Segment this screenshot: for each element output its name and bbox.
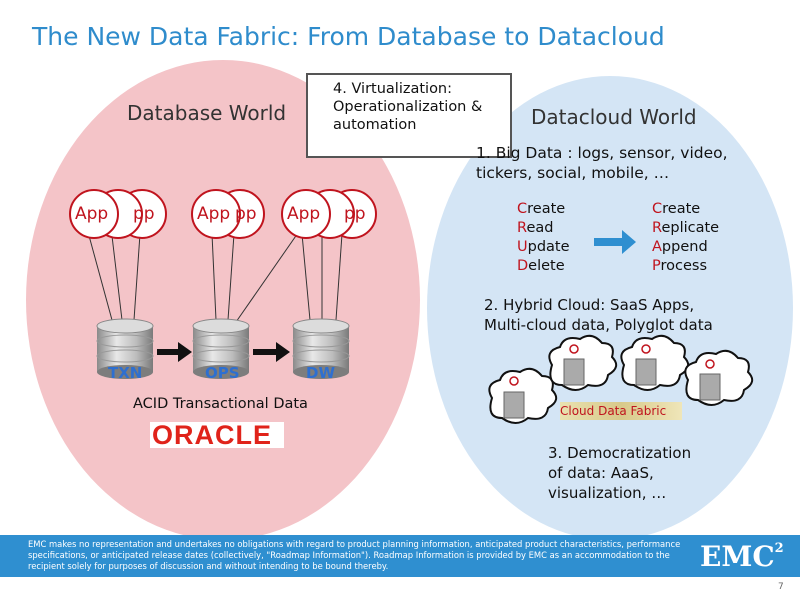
virtualization-line-1: 4. Virtualization: bbox=[333, 81, 453, 97]
cloud-data-fabric-band bbox=[560, 402, 682, 420]
slide-title: The New Data Fabric: From Database to Da… bbox=[32, 22, 665, 51]
db-label-ops: OPS bbox=[205, 364, 240, 382]
database-world-heading: Database World bbox=[127, 101, 287, 125]
app-partial-label-2: pp bbox=[235, 204, 257, 224]
big-data-line-2: tickers, social, mobile, … bbox=[476, 164, 670, 182]
database-ops-icon bbox=[192, 318, 250, 379]
virtualization-text: 4. Virtualization: Operationalization & … bbox=[333, 80, 482, 134]
app-cluster-2 bbox=[191, 189, 265, 239]
crud-right-item: Append bbox=[652, 239, 708, 255]
crud-right-item: Create bbox=[652, 201, 701, 217]
big-data-line-1: 1. Big Data : logs, sensor, video, bbox=[476, 144, 728, 162]
cloud-icon-1 bbox=[488, 367, 558, 424]
crud-left-item: Read bbox=[517, 220, 554, 236]
democratization-text: 3. Democratization of data: AaaS, visual… bbox=[548, 443, 691, 503]
db-flow-arrows bbox=[157, 342, 290, 362]
app-label-3: App bbox=[287, 204, 321, 224]
crud-right-item: Replicate bbox=[652, 220, 720, 236]
database-world-ellipse bbox=[26, 60, 420, 540]
big-data-text: 1. Big Data : logs, sensor, video, ticke… bbox=[476, 143, 728, 183]
footer-disclaimer: EMC makes no representation and undertak… bbox=[28, 539, 681, 571]
cloud-db-icons bbox=[488, 334, 754, 424]
crud-transform-arrow bbox=[594, 230, 636, 254]
crud-left-item: Delete bbox=[517, 258, 565, 274]
crud-left-item: Update bbox=[517, 239, 570, 255]
oracle-logo: ORACLE bbox=[152, 420, 272, 450]
db-label-dw: DW bbox=[306, 364, 335, 382]
app-label-2: App bbox=[197, 204, 231, 224]
database-txn-icon bbox=[96, 318, 154, 379]
crud-right-item: Process bbox=[652, 258, 708, 274]
hybrid-cloud-text: 2. Hybrid Cloud: SaaS Apps, Multi-cloud … bbox=[484, 295, 713, 335]
hybrid-line-1: 2. Hybrid Cloud: SaaS Apps, bbox=[484, 296, 695, 314]
page-number: 7 bbox=[778, 582, 784, 592]
acid-caption: ACID Transactional Data bbox=[133, 396, 308, 412]
cloud-data-fabric-label: Cloud Data Fabric bbox=[560, 404, 667, 418]
virtualization-box bbox=[306, 73, 512, 158]
app-partial-label-1: pp bbox=[133, 204, 155, 224]
database-dw-icon bbox=[292, 318, 350, 379]
app-db-lines bbox=[87, 229, 343, 323]
datacloud-world-ellipse bbox=[427, 76, 793, 540]
virtualization-line-2: Operationalization & bbox=[333, 99, 483, 115]
app-partial-label-3: pp bbox=[344, 204, 366, 224]
cloud-icon-3 bbox=[620, 334, 690, 391]
app-label-1: App bbox=[75, 204, 109, 224]
cloud-icon-2 bbox=[548, 334, 618, 391]
db-label-txn: TXN bbox=[108, 364, 143, 382]
app-cluster-1 bbox=[69, 189, 167, 239]
hybrid-line-2: Multi-cloud data, Polyglot data bbox=[484, 316, 713, 334]
democ-line-1: 3. Democratization bbox=[548, 444, 692, 462]
app-cluster-3 bbox=[281, 189, 377, 239]
crud-left-item: Create bbox=[517, 201, 566, 217]
crud-right-list: Create Replicate Append Process bbox=[652, 200, 719, 276]
oracle-logo-bg bbox=[150, 422, 284, 448]
crud-left-list: Create Read Update Delete bbox=[517, 200, 570, 276]
cloud-icon-4 bbox=[684, 349, 754, 406]
emc-logo: EMC2 bbox=[700, 540, 784, 573]
datacloud-world-heading: Datacloud World bbox=[531, 105, 697, 129]
democ-line-2: of data: AaaS, bbox=[548, 464, 654, 482]
democ-line-3: visualization, … bbox=[548, 484, 667, 502]
footer-bar bbox=[0, 535, 800, 577]
virtualization-line-3: automation bbox=[333, 117, 417, 133]
